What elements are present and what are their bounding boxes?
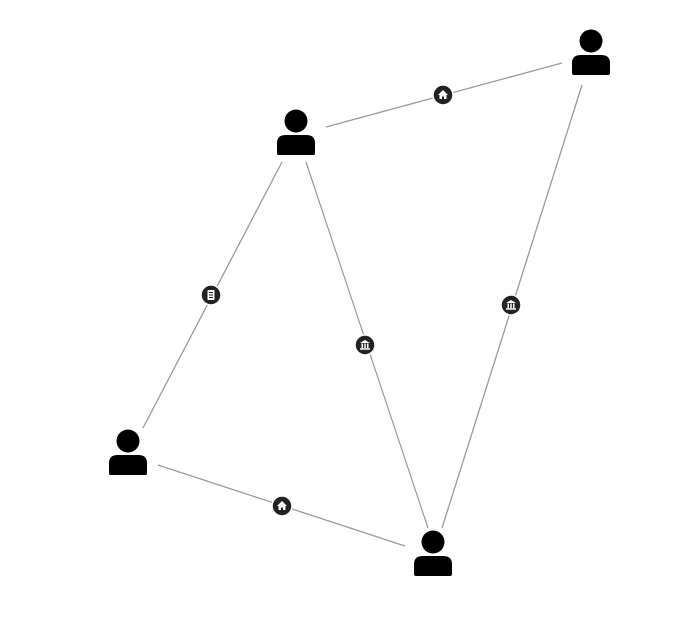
node-top-center-person-icon xyxy=(277,109,315,155)
node-bottom-left-person-icon xyxy=(109,429,147,475)
document-icon xyxy=(200,284,222,306)
home-icon xyxy=(271,495,293,517)
relation-badges-layer xyxy=(200,84,522,517)
home-icon xyxy=(432,84,454,106)
nodes-layer xyxy=(109,29,610,576)
bank-icon xyxy=(354,334,376,356)
node-top-right-person-icon xyxy=(572,29,610,75)
bank-icon xyxy=(500,294,522,316)
node-bottom-center-person-icon xyxy=(414,530,452,576)
